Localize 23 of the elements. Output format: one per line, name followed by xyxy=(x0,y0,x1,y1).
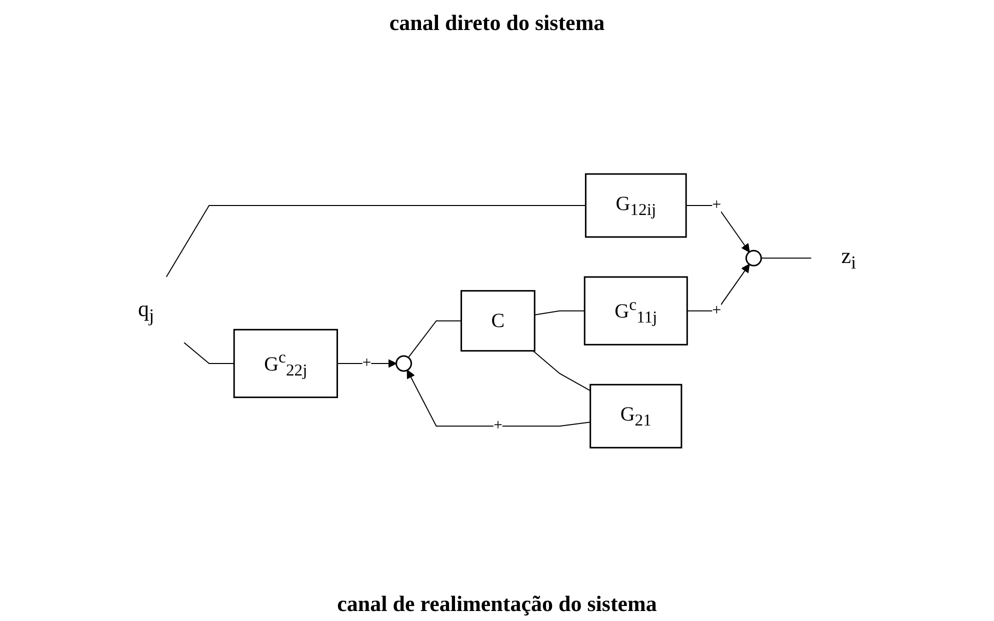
node-box: G$_{12ij}$ xyxy=(584,172,687,238)
arrow xyxy=(686,264,750,311)
connector xyxy=(534,310,586,316)
node-circle xyxy=(396,354,412,372)
connector xyxy=(184,342,235,364)
arrow xyxy=(686,204,750,252)
node-box: G$_{21}$ xyxy=(590,384,682,448)
arrow xyxy=(336,358,397,368)
node-circle xyxy=(745,250,762,266)
diagram-caption: canal de realimentação do sistema xyxy=(337,591,657,617)
edge-label: + xyxy=(712,302,722,318)
node-text: z$_{i}$ xyxy=(841,242,856,272)
edge-label: + xyxy=(712,196,722,214)
connector xyxy=(532,350,591,391)
connector xyxy=(408,320,462,358)
node-text: q$_{j}$ xyxy=(138,296,154,325)
connector xyxy=(166,204,586,278)
diagram-title: canal direto do sistema xyxy=(389,10,605,36)
arrow xyxy=(406,369,591,426)
edge-label: + xyxy=(362,354,372,372)
node-box: C xyxy=(460,290,536,352)
edge-label: + xyxy=(493,416,502,434)
connector xyxy=(760,257,812,258)
